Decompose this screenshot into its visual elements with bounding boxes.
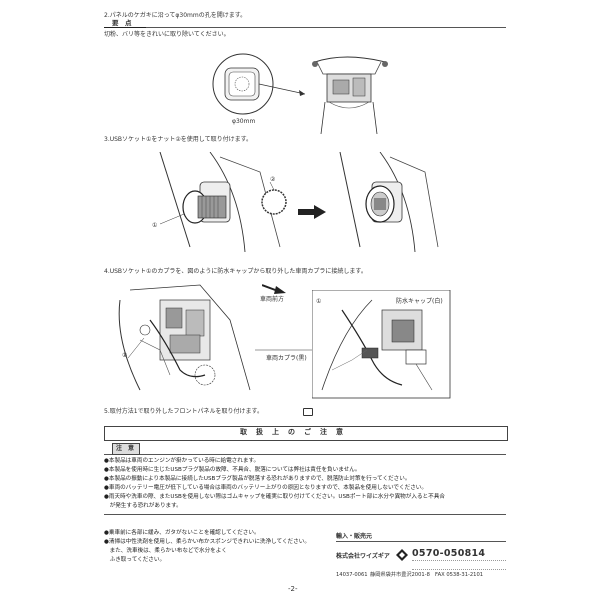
step3-arrow bbox=[298, 205, 326, 219]
step3-text: 3.USBソケット①をナット②を使用して取り付けます。 bbox=[104, 136, 253, 143]
point-text: 切粉、バリ等をきれいに取り除いてください。 bbox=[104, 31, 230, 38]
caution-item: が発生する恐れがあります。 bbox=[104, 503, 182, 509]
bottom-item: ふき取ってください。 bbox=[104, 557, 166, 563]
hole-label: φ30mm bbox=[232, 118, 256, 125]
step2-text: 2.パネルのケガキに沿ってφ30mmの孔を開けます。 bbox=[104, 12, 247, 19]
book-icon bbox=[303, 408, 313, 416]
company-label: 輸入・販売元 bbox=[336, 533, 373, 540]
bottom-item: ●乗車前に各部に緩み、ガタがないことを確認してください。 bbox=[104, 530, 260, 536]
coupler-label: 車両カプラ(黒) bbox=[266, 355, 307, 362]
front-arrow bbox=[262, 282, 286, 294]
step4-callout-1a: ① bbox=[122, 352, 128, 359]
point-heading-underline bbox=[104, 27, 146, 28]
product-code: 14037-0061 bbox=[336, 572, 368, 578]
caution-item: ●本製品を使用時に生じたUSBプラグ製品の故障、不具合、脱落については弊社は責任… bbox=[104, 467, 361, 473]
step3-figure-left bbox=[150, 152, 290, 252]
caution-item: ●雨天時や洗車の際、またUSBを使用しない際はゴムキャップを確実に取り付けてくだ… bbox=[104, 494, 445, 500]
caution-heading: 注 意 bbox=[116, 445, 135, 452]
caution-item: ●本製品は車両のエンジンが掛かっている時に給電されます。 bbox=[104, 458, 260, 464]
caution-item: ●車両のバッテリー電圧が低下している場合は車両のバッテリー上がりの原因となります… bbox=[104, 485, 427, 491]
point-heading: 要 点 bbox=[112, 19, 132, 27]
company-phone: 0570-050814 bbox=[412, 548, 486, 559]
step4-callout-1b: ① bbox=[316, 298, 322, 305]
front-label: 車両前方 bbox=[260, 296, 285, 303]
page-number: -2- bbox=[288, 585, 298, 593]
company-small-lines bbox=[412, 560, 506, 570]
company-name: 株式会社ワイズギア bbox=[336, 553, 390, 560]
company-rule bbox=[336, 541, 506, 542]
caution-heading-rule bbox=[104, 454, 506, 455]
step4-text: 4.USBソケット①のカプラを、図のように防水キャップから取り外した車両カプラに… bbox=[104, 268, 367, 275]
caution-title-box bbox=[104, 426, 508, 441]
step2-figure bbox=[205, 44, 395, 136]
point-heading-rule bbox=[104, 27, 506, 28]
step5-text: 5.取付方法1で取り外したフロントパネルを取り付けます。 bbox=[104, 408, 263, 415]
step3-figure-right bbox=[330, 152, 440, 252]
step3-callout-2: ② bbox=[270, 176, 276, 183]
step4-figure-right bbox=[312, 290, 452, 400]
company-footer: 静岡県袋井市豊沢2001-8 FAX 0538-31-2101 bbox=[370, 572, 484, 578]
cap-label: 防水キャップ(白) bbox=[396, 298, 443, 305]
caution-item: ●本製品の振動により本製品に接続したUSBプラグ製品が脱落する恐れがありますので… bbox=[104, 476, 411, 482]
caution-separator bbox=[104, 514, 506, 515]
step3-callout-1: ① bbox=[152, 222, 158, 229]
yamaha-logo-icon bbox=[395, 548, 409, 562]
step4-figure-left bbox=[110, 280, 260, 395]
caution-heading-box bbox=[112, 443, 140, 455]
caution-title: 取 扱 上 の ご 注 意 bbox=[240, 428, 344, 436]
bottom-item: また、洗車後は、柔らかい布などで水分をよく bbox=[104, 548, 227, 554]
bottom-item: ●清掃は中性洗剤を使用し、柔らかい布かスポンジできれいに洗浄してください。 bbox=[104, 539, 310, 545]
